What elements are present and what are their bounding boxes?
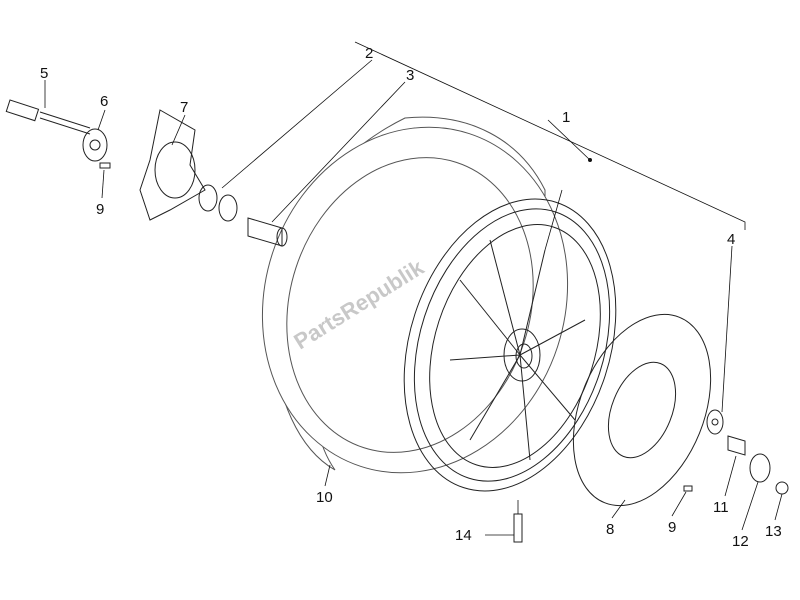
washer [749,453,771,483]
wheel-rim [403,198,617,492]
bearing-pair [198,184,238,222]
spoke-hub-plate [139,109,206,221]
callout-5: 5 [40,65,48,82]
right-spacer [727,435,746,456]
valve-stem [513,513,523,543]
leader-lines [44,59,783,536]
spacer-sleeve [247,217,288,247]
callout-2: 2 [365,45,373,62]
callout-6: 6 [100,93,108,110]
brake-disc [572,313,712,507]
callout-8: 8 [606,521,614,538]
callout-3: 3 [406,67,414,84]
axle-nut [775,481,789,495]
callout-12: 12 [732,533,749,550]
axle [5,99,91,135]
callout-4: 4 [727,231,735,248]
callout-9-right: 9 [668,519,676,536]
leader-dot [588,158,592,162]
disc-screw-right [683,485,693,492]
callout-7: 7 [180,99,188,116]
callout-13: 13 [765,523,782,540]
callout-14: 14 [455,527,472,544]
tire [261,116,569,474]
callout-10: 10 [316,489,333,506]
dust-seal-screw-left [99,162,111,169]
speedometer-drive [82,128,108,162]
callout-11: 11 [713,499,729,516]
callout-1: 1 [562,109,570,126]
callout-9-left: 9 [96,201,104,218]
seal-ring [706,409,724,435]
assembly-bracket [354,41,746,230]
